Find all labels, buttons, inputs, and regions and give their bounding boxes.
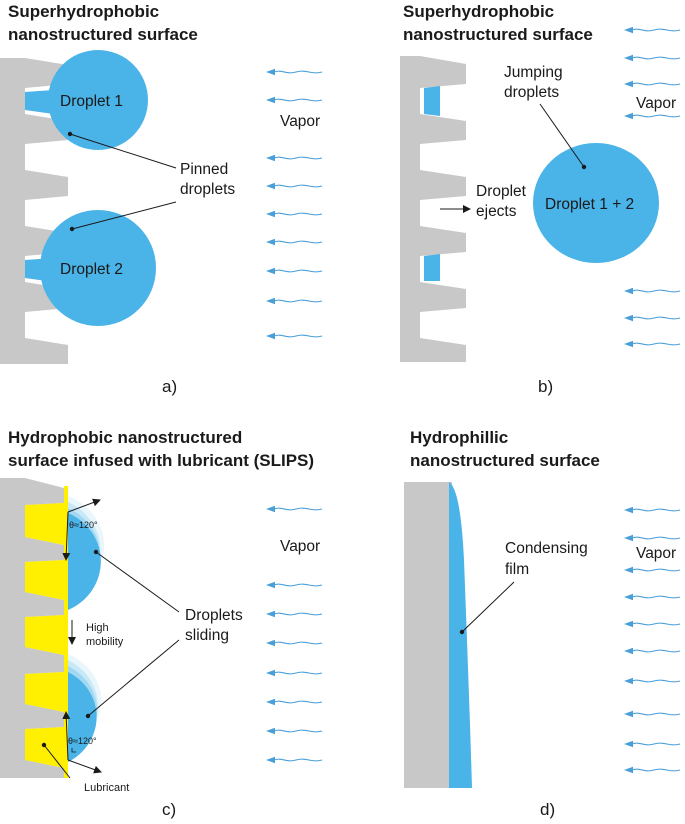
- panel-a-leader-2-dot: [69, 226, 75, 232]
- panel-c-sliding-label-line2: sliding: [185, 627, 229, 644]
- panel-c-title-line2: surface infused with lubricant (SLIPS): [8, 451, 314, 470]
- panel-b-jumping-label-line2: droplets: [504, 84, 559, 101]
- panel-b-merged-droplet: [533, 143, 659, 263]
- panel-d-film-leader: [461, 581, 515, 633]
- panel-c-lubricant-gap-3: [25, 615, 64, 655]
- panel-c-angle-arrow-bottom-tangent: [67, 759, 102, 774]
- panel-d-film-label-line2: film: [505, 561, 529, 578]
- panel-d-film-leader-dot: [459, 629, 465, 635]
- panel-d-letter: d): [540, 800, 555, 819]
- panel-c: Hydrophobic nanostructured surface infus…: [0, 428, 323, 819]
- panel-a: Superhydrophobic nanostructured surface …: [0, 2, 323, 396]
- panel-b-jumping-label-line1: Jumping: [504, 64, 563, 81]
- panel-c-upper-droplet: [68, 496, 105, 610]
- panel-a-droplet-1-pinned-in-gap: [25, 89, 68, 116]
- panel-c-lubricant-gap-2: [25, 560, 64, 600]
- panel-c-angle-top-label: θ≈120°: [69, 520, 98, 530]
- panel-b-merged-droplet-label: Droplet 1 + 2: [545, 196, 634, 213]
- panel-d-vapor-label: Vapor: [636, 545, 676, 562]
- panel-c-lubricant-label: Lubricant: [84, 782, 129, 794]
- panel-a-droplet-1-label: Droplet 1: [60, 93, 123, 110]
- panel-d: Hydrophillic nanostructured surface Cond…: [404, 428, 681, 819]
- panel-d-condensing-film: [449, 482, 472, 788]
- panel-c-title-line1: Hydrophobic nanostructured: [8, 428, 242, 447]
- panel-d-title-line2: nanostructured surface: [410, 451, 600, 470]
- panel-b-residual-water-top: [424, 86, 440, 116]
- panel-b-ejects-label-line1: Droplet: [476, 183, 527, 200]
- panel-d-title-line1: Hydrophillic: [410, 428, 508, 447]
- panel-c-lubricant-leader-dot: [41, 742, 47, 748]
- panel-c-angle-arrow-top-tangent: [67, 498, 101, 513]
- panel-c-lubricant-film: [64, 486, 68, 778]
- panel-c-letter: c): [162, 800, 176, 819]
- panel-c-vapor-label: Vapor: [280, 538, 320, 555]
- panel-a-leader-1: [69, 133, 177, 169]
- panel-c-sliding-label-line1: Droplets: [185, 607, 243, 624]
- panel-b-ejects-label-line2: ejects: [476, 203, 517, 220]
- panel-c-lubricant-gap-1: [25, 503, 64, 545]
- panel-b-title-line1: Superhydrophobic: [403, 2, 554, 21]
- panel-b-jumping-leader-dot: [581, 164, 587, 170]
- panel-b: Superhydrophobic nanostructured surface …: [400, 2, 681, 396]
- panel-b-jumping-leader: [539, 103, 585, 168]
- panel-c-angle-arrow-bottom-wall: [62, 711, 71, 761]
- panel-c-sliding-leader-2-dot: [85, 713, 91, 719]
- panel-a-leader-2: [71, 201, 177, 230]
- panel-b-nanostructured-wall: [400, 56, 466, 362]
- panel-a-droplet-1: [48, 50, 148, 150]
- panel-c-angle-bottom-label: θ≈120°: [68, 736, 97, 746]
- panel-a-title-line1: Superhydrophobic: [8, 2, 159, 21]
- panel-c-sliding-leader-2: [87, 639, 180, 717]
- panel-a-pinned-label-line1: Pinned: [180, 161, 228, 178]
- panel-b-residual-water-bottom: [424, 254, 440, 281]
- panel-d-film-label-line1: Condensing: [505, 540, 588, 557]
- panel-c-nanostructured-wall: [0, 478, 64, 778]
- panel-a-droplet-2-pinned-in-gap: [25, 257, 68, 284]
- panel-a-vapor-label: Vapor: [280, 113, 320, 130]
- panel-c-lubricant-leader: [43, 744, 71, 779]
- panel-c-sliding-leader-1: [95, 551, 180, 613]
- panel-a-leader-1-dot: [67, 131, 73, 137]
- panel-a-droplet-2: [40, 210, 156, 326]
- panel-c-lubricant-gap-4: [25, 672, 64, 712]
- panel-c-mobility-label-line2: mobility: [86, 636, 124, 648]
- panel-d-wall: [404, 482, 452, 788]
- panel-a-letter: a): [162, 377, 177, 396]
- panel-a-vapor-waves: [265, 68, 323, 340]
- panel-a-title-line2: nanostructured surface: [8, 25, 198, 44]
- panel-c-angle-arrow-top-wall: [62, 511, 71, 561]
- panel-b-vapor-label: Vapor: [636, 95, 676, 112]
- panel-c-sliding-leader-1-dot: [93, 549, 99, 555]
- panel-b-title-line2: nanostructured surface: [403, 25, 593, 44]
- panel-a-droplet-2-label: Droplet 2: [60, 261, 123, 278]
- panel-a-pinned-label-line2: droplets: [180, 181, 235, 198]
- panel-b-letter: b): [538, 377, 553, 396]
- panel-c-lower-droplet: [68, 654, 102, 762]
- panel-c-mobility-label-line1: High: [86, 622, 109, 634]
